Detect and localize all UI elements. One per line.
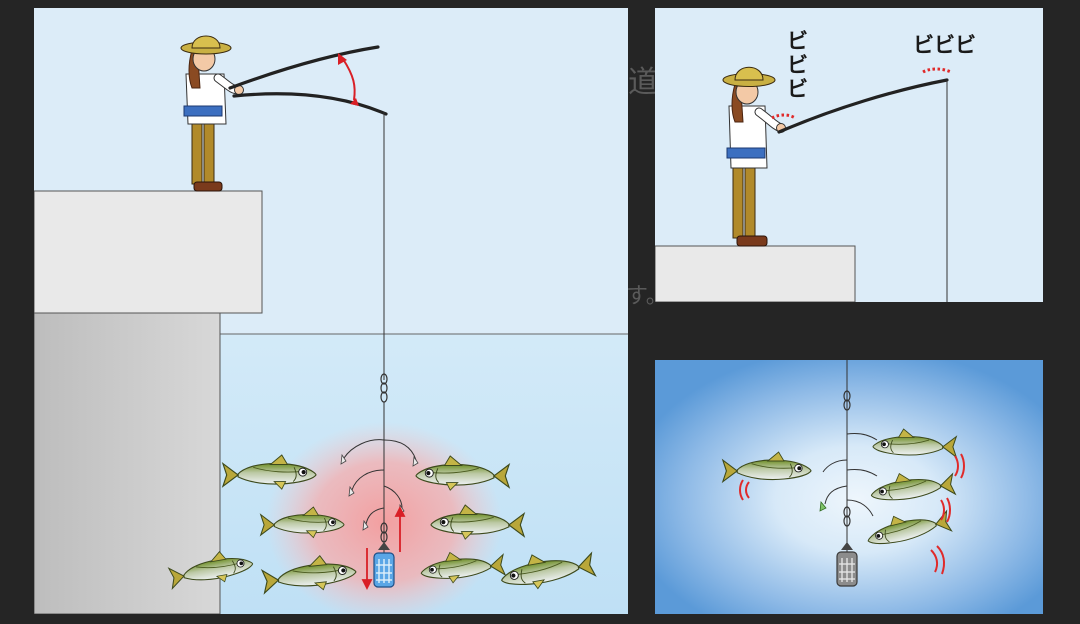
swivel-icon: [843, 390, 851, 527]
sfx-hand-1: ビ: [787, 29, 808, 53]
vibration-marks-icon: [771, 67, 952, 120]
angler-figure: [722, 66, 786, 247]
sfx-hand-2: ビ: [787, 53, 808, 77]
fishing-rod-raised: [228, 45, 380, 90]
hook-branches: [822, 433, 878, 517]
fishing-rod-lowered: [232, 92, 388, 116]
motion-arrow-rod: [338, 53, 359, 106]
fishing-rod: [777, 78, 949, 134]
illustration-main-panel: [34, 8, 628, 614]
pier-top: [655, 245, 856, 302]
vibration-marks-icon: [739, 453, 965, 575]
background-text-top: 道: [628, 65, 658, 100]
motion-arrow-basket: [361, 505, 406, 591]
illustration-underwater-panel: [655, 360, 1043, 614]
hook-branches: [343, 439, 417, 525]
pier-top: [34, 190, 263, 314]
chum-basket-sinker-icon: [836, 542, 858, 587]
chum-basket-sinker-icon: [373, 542, 395, 588]
sfx-rod-tip: ビビビ: [913, 33, 976, 57]
pier-wall: [34, 312, 221, 614]
sfx-hand-3: ビ: [787, 77, 808, 101]
illustration-bite-panel: ビビビ ビ ビ ビ: [655, 8, 1043, 302]
